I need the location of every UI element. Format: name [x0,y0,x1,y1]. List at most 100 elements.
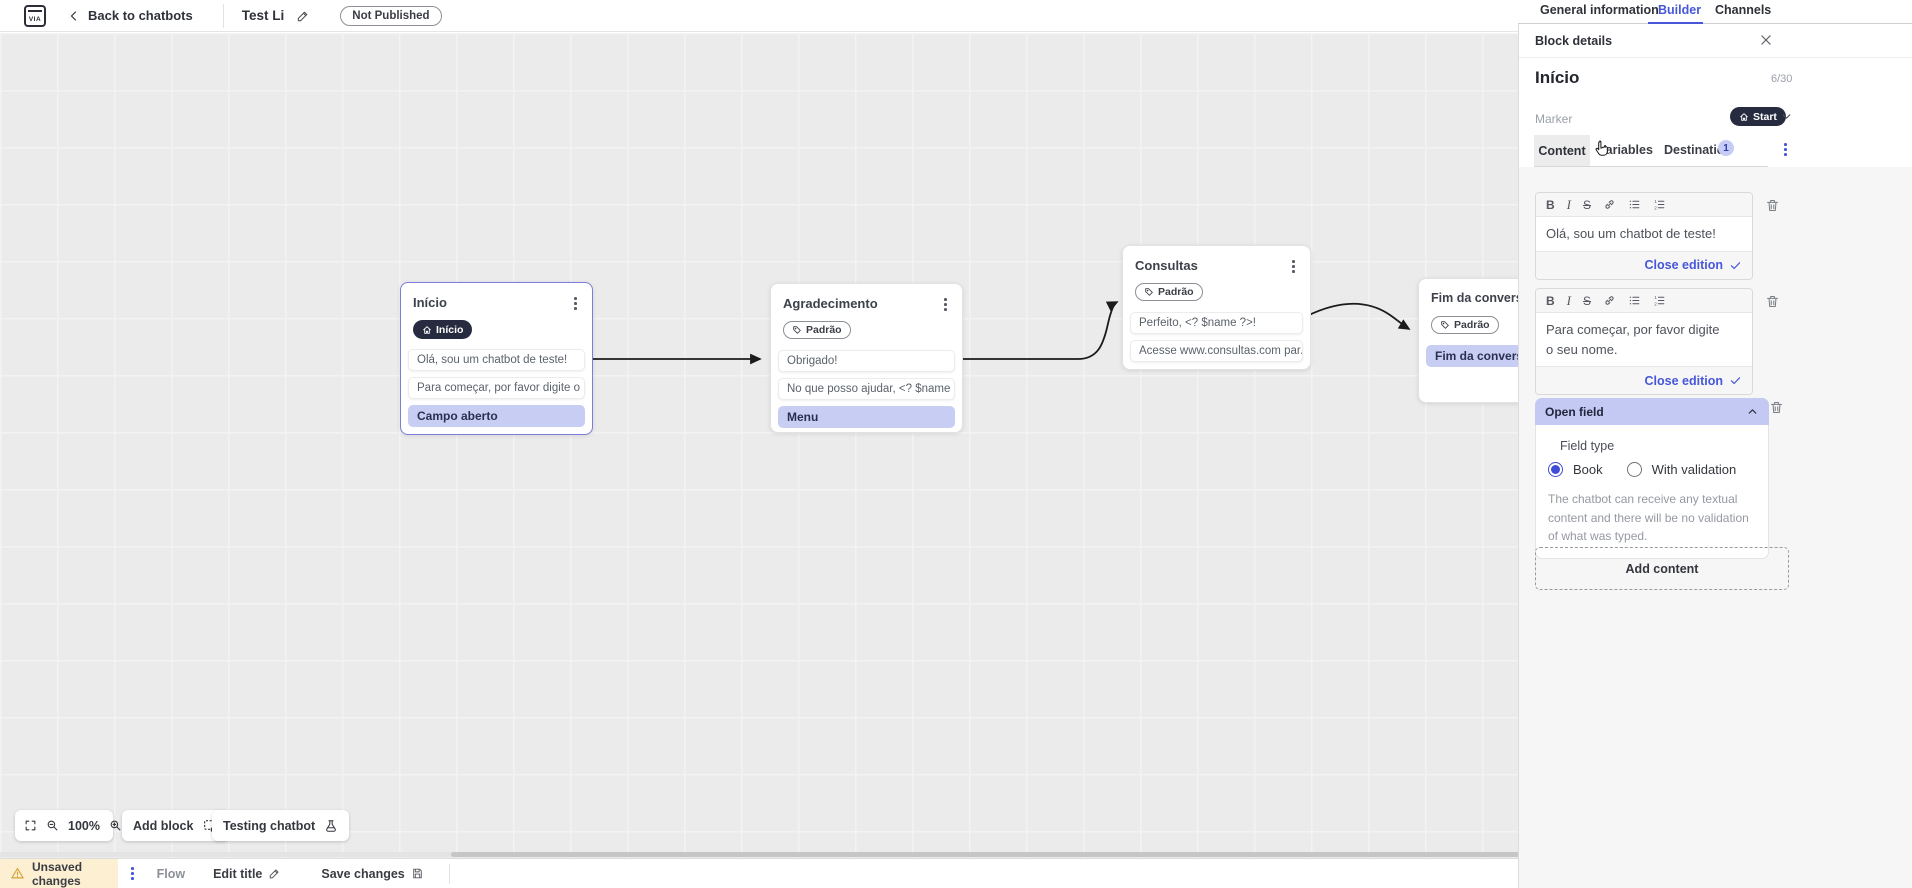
block-row[interactable]: Perfeito, <? $name ?>! [1130,312,1303,334]
strikethrough-icon[interactable]: S [1583,293,1592,308]
active-tab-underline [1648,22,1703,24]
check-icon [1729,374,1742,387]
footer-divider [448,863,450,884]
status-badge: Not Published [340,5,442,26]
tab-general-information[interactable]: General information [1540,3,1659,17]
edit-title-button[interactable]: Edit title [213,867,281,881]
warning-icon [10,866,25,881]
tab-channels[interactable]: Channels [1715,3,1772,17]
marker-value-pill[interactable]: Start [1730,107,1786,126]
block-title: Fim da conversa [1431,291,1518,305]
trash-icon[interactable] [1765,198,1780,213]
zoom-out-icon[interactable] [46,819,59,832]
field-type-description: The chatbot can receive any textual cont… [1548,492,1749,544]
flask-icon [324,819,338,833]
close-icon[interactable] [1759,33,1773,47]
editor-text[interactable]: Para começar, por favor digite o seu nom… [1536,313,1736,366]
flow-block-fim-da-conversa[interactable]: Fim da conversa Padrão Fim da conversa [1418,278,1518,403]
block-row-end[interactable]: Fim da conversa [1426,345,1518,367]
char-counter: 6/30 [1771,73,1793,85]
panel-title: Block details [1535,34,1613,48]
bold-icon[interactable]: B [1546,197,1555,212]
close-edition-button[interactable]: Close edition [1536,366,1752,394]
italic-icon[interactable]: I [1566,196,1572,212]
flow-canvas[interactable]: Início Início Olá, sou um chatbot de tes… [0,33,1518,858]
flow-selector[interactable]: Flow [156,866,186,881]
block-title: Consultas [1135,258,1198,273]
trash-icon[interactable] [1765,294,1780,309]
strikethrough-icon[interactable]: S [1583,197,1592,212]
tab-variables[interactable]: Variables [1598,143,1653,157]
chatbot-title[interactable]: Test Li [241,8,285,23]
bold-icon[interactable]: B [1546,293,1555,308]
horizontal-scrollbar-thumb[interactable] [451,852,1518,857]
zoom-level: 100% [68,818,100,833]
bullet-list-icon[interactable] [1628,198,1641,211]
topbar-divider [222,3,224,28]
marker-label: Marker [1535,112,1573,126]
back-to-chatbots-button[interactable]: Back to chatbots [68,8,193,23]
block-menu-button[interactable] [1289,258,1298,275]
panel-menu-button[interactable] [1781,141,1790,158]
block-tag-pill: Padrão [1431,316,1499,334]
block-title: Início [413,295,447,310]
unsaved-changes-badge: Unsaved changes [0,859,118,888]
destination-count-badge: 1 [1718,140,1734,156]
link-icon[interactable] [1603,294,1616,307]
home-icon [1739,112,1749,122]
flow-block-inicio[interactable]: Início Início Olá, sou um chatbot de tes… [400,282,593,435]
block-row[interactable]: Olá, sou um chatbot de teste! [408,349,585,371]
block-name-input[interactable]: Início [1535,68,1580,87]
zoom-controls: 100% [15,810,121,841]
bullet-list-icon[interactable] [1628,294,1641,307]
block-row[interactable]: Obrigado! [778,350,955,372]
block-row-open-field[interactable]: Campo aberto [408,405,585,427]
tag-icon [1440,320,1450,330]
tab-builder[interactable]: Builder [1658,3,1702,17]
radio-book[interactable] [1548,462,1563,477]
add-block-button[interactable]: Add block [122,810,230,841]
radio-book-label[interactable]: Book [1573,462,1603,477]
save-changes-button[interactable]: Save changes [321,867,423,881]
block-row[interactable]: Para começar, por favor digite o ... [408,377,585,399]
trash-icon[interactable] [1769,400,1784,415]
add-content-button[interactable]: Add content [1535,547,1789,590]
block-menu-button[interactable] [571,295,580,312]
tab-content[interactable]: Content [1534,135,1590,167]
chevron-down-icon[interactable] [1780,110,1793,123]
block-menu-button[interactable] [941,296,950,313]
italic-icon[interactable]: I [1566,292,1572,308]
svg-text:1: 1 [1654,199,1657,204]
block-row[interactable]: No que posso ajudar, <? $name ... [778,378,955,400]
block-row-menu[interactable]: Menu [778,406,955,428]
flow-block-consultas[interactable]: Consultas Padrão Perfeito, <? $name ?>! … [1122,245,1311,370]
radio-with-validation-label[interactable]: With validation [1651,462,1737,477]
block-tag-pill: Padrão [1135,283,1203,301]
testing-chatbot-button[interactable]: Testing chatbot [212,810,350,841]
fullscreen-icon[interactable] [24,819,37,832]
edit-title-icon[interactable] [296,9,310,23]
app-logo-icon: VIA [24,4,46,27]
open-field-body: Field type Book With validation The chat… [1535,425,1769,559]
pencil-icon [268,867,281,880]
flow-block-agradecimento[interactable]: Agradecimento Padrão Obrigado! No que po… [770,283,963,433]
tab-destination[interactable]: Destination [1664,143,1733,157]
zoom-in-icon[interactable] [109,819,122,832]
tag-icon [1144,287,1154,297]
footer-menu-button[interactable] [128,865,137,882]
link-icon[interactable] [1603,198,1616,211]
block-row[interactable]: Acesse www.consultas.com par... [1130,340,1303,362]
open-field-header[interactable]: Open field [1535,398,1769,425]
editor-text[interactable]: Olá, sou um chatbot de teste! [1536,217,1752,251]
close-edition-button[interactable]: Close edition [1536,250,1752,279]
radio-with-validation[interactable] [1626,462,1642,477]
svg-text:2: 2 [1654,301,1657,306]
tag-icon [792,325,802,335]
